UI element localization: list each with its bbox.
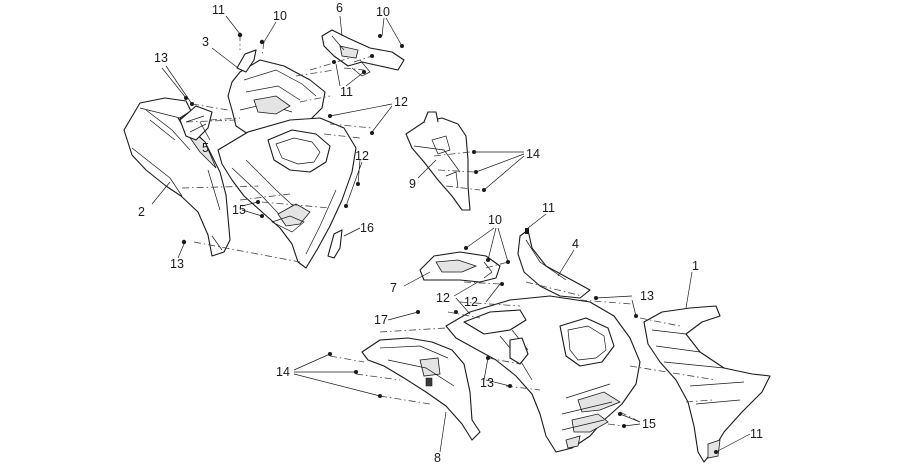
callout-1: 1: [692, 259, 699, 273]
callout-17: 17: [374, 313, 388, 327]
callout-12: 12: [394, 95, 408, 109]
callout-12: 12: [464, 295, 478, 309]
assembly-lines: [181, 34, 717, 427]
callout-8: 8: [434, 451, 441, 465]
callout-10: 10: [488, 213, 502, 227]
callout-14: 14: [276, 365, 290, 379]
part-6-bracket: [321, 29, 405, 77]
part-3-inner-fairing: [227, 49, 326, 139]
callout-5: 5: [202, 141, 209, 155]
callout-13: 13: [640, 289, 654, 303]
part-right-main-fairing: [445, 295, 641, 453]
callout-3: 3: [202, 35, 209, 49]
callout-13: 13: [154, 51, 168, 65]
callout-12: 13: [480, 376, 494, 390]
callout-11: 11: [212, 3, 225, 17]
callout-13: 13: [170, 257, 184, 271]
callout-4: 4: [572, 237, 579, 251]
callout-13: 11: [750, 427, 763, 441]
part-8-inner-panel: [361, 337, 481, 441]
callout-11: 12: [436, 291, 450, 305]
part-16-strip: [327, 229, 343, 259]
callout-6: 6: [336, 1, 343, 15]
part-5-bracket: [179, 105, 213, 141]
callout-15: 15: [642, 417, 656, 431]
callout-labels: 11 10 3 6 10 13 11 12 5 14 12 9 2 15 11 …: [138, 1, 763, 465]
callout-15: 15: [232, 203, 246, 217]
leader-lines: [151, 15, 751, 453]
part-9-panel: [405, 111, 471, 211]
part-2-side-fairing: [123, 97, 231, 257]
part-7-bracket: [419, 251, 501, 283]
callout-10: 10: [273, 9, 287, 23]
callout-7: 7: [390, 281, 397, 295]
callout-9: 9: [409, 177, 416, 191]
callout-11: 11: [340, 85, 353, 99]
part-4-front-nose-right: [517, 229, 591, 299]
callout-14: 14: [526, 147, 540, 161]
callout-12: 12: [355, 149, 369, 163]
callout-10: 10: [376, 5, 390, 19]
callout-2: 2: [138, 205, 145, 219]
callout-16: 16: [360, 221, 374, 235]
callout-11: 11: [542, 201, 555, 215]
